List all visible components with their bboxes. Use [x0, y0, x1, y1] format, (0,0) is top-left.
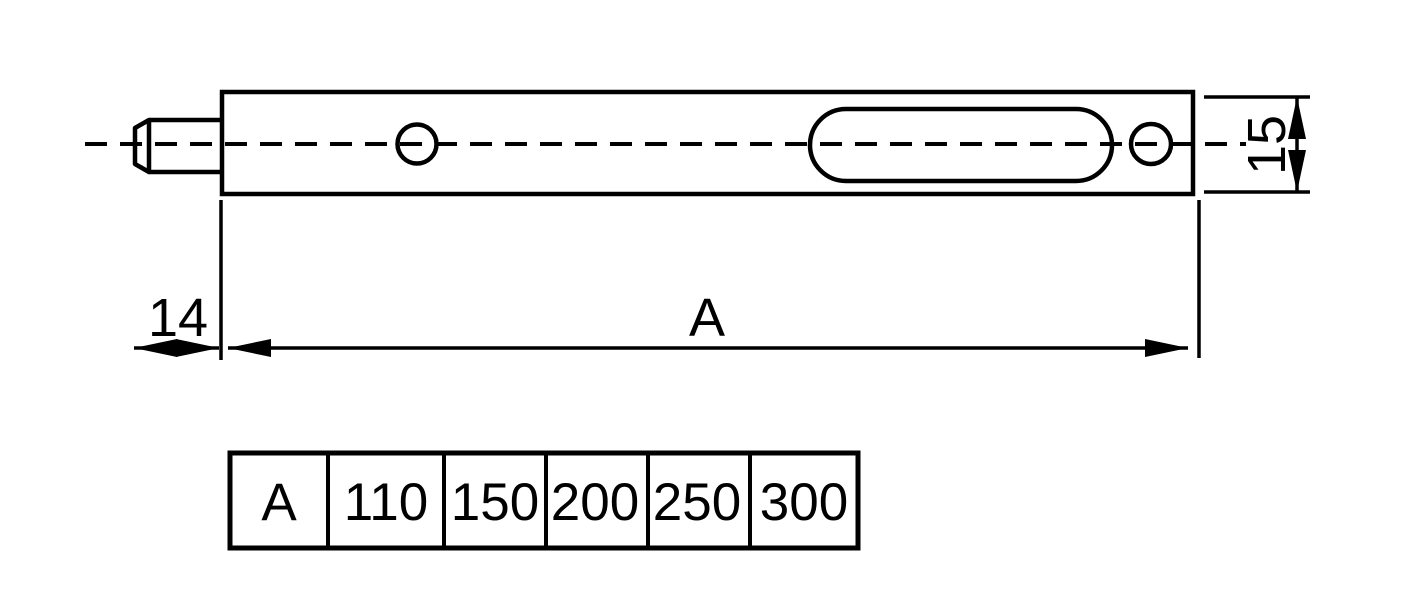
dimension-body-length: A [228, 288, 1188, 357]
bolt-pin-tip [132, 117, 152, 175]
table-cell-value-2: 150 [451, 473, 539, 532]
arrowhead-left-pin [134, 339, 177, 357]
arrowhead-up [1288, 97, 1306, 139]
arrowhead-right-pin [176, 339, 219, 357]
dimension-label-pin: 14 [148, 288, 208, 348]
bolt-body-outline [219, 89, 1196, 197]
arrowhead-left-length [228, 339, 271, 357]
dimension-label-length: A [689, 288, 725, 348]
size-table: A 110 150 200 250 300 [227, 450, 861, 551]
table-cell-value-3: 200 [551, 473, 639, 532]
dimension-body-height: 15 [1204, 95, 1310, 194]
arrowhead-down [1288, 150, 1306, 192]
mounting-hole-right [1128, 121, 1174, 167]
table-cell-value-4: 250 [653, 473, 741, 532]
table-cell-value-1: 110 [344, 473, 429, 532]
slot-cutout [807, 106, 1115, 184]
arrowhead-right-length [1145, 339, 1188, 357]
table-cell-parameter: A [261, 473, 297, 532]
table-cell-value-5: 300 [760, 473, 848, 532]
dimension-label-height: 15 [1237, 115, 1297, 175]
bolt-pin [132, 117, 222, 175]
mounting-hole-left [395, 122, 439, 166]
dimension-pin-protrusion: 14 [134, 288, 219, 357]
